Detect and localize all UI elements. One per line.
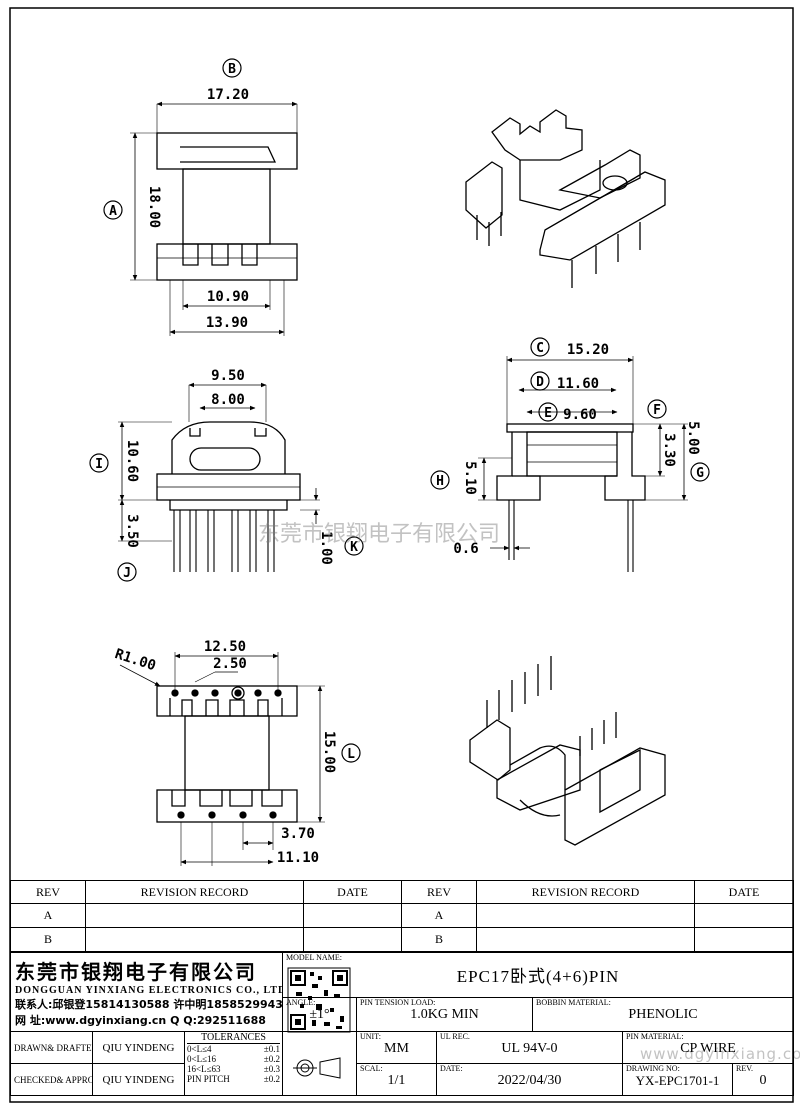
revision-table: REV REVISION RECORD DATE REV REVISION RE… <box>10 880 794 952</box>
angle-value: ±1° <box>309 1006 330 1022</box>
info-table: 东莞市银翔电子有限公司 DONGGUAN YINXIANG ELECTRONIC… <box>10 952 795 1096</box>
pin-material-value: CP WIRE <box>680 1041 736 1056</box>
dim-front-10: 1.00 <box>318 531 334 565</box>
dim-top-height: 18.00 <box>146 186 162 228</box>
dim-bot-37: 3.70 <box>281 826 315 842</box>
unit-value: MM <box>384 1041 409 1056</box>
tolerances-cell: TOLERANCES 0<L≤4 ±0.1 0<L≤16 ±0.2 16<L≤6… <box>184 1031 283 1096</box>
dim-pin-dia: 0.6 <box>453 541 478 557</box>
side-view <box>496 423 646 501</box>
label-h: H <box>436 474 444 489</box>
ul-value: UL 94V-0 <box>501 1041 558 1056</box>
iso-view-bottom <box>469 656 666 846</box>
rev-b: B <box>10 927 86 952</box>
label-k: K <box>350 540 358 555</box>
dim-bot-25: 2.50 <box>213 656 247 672</box>
label-b: B <box>228 62 236 77</box>
title-block: REV REVISION RECORD DATE REV REVISION RE… <box>10 880 795 1102</box>
tol-range: 0<L≤16 <box>187 1054 217 1064</box>
scale-caption: SCAL: <box>360 1064 383 1074</box>
dim-bot-150: 15.00 <box>321 731 337 773</box>
label-c: C <box>536 341 544 356</box>
drawing-no: YX-EPC1701-1 <box>635 1073 720 1088</box>
dim-bot-111: 11.10 <box>277 850 319 866</box>
label-l: L <box>347 747 355 762</box>
label-g: G <box>696 466 704 481</box>
date-header: DATE <box>694 880 794 904</box>
dim-bot-125: 12.50 <box>204 639 246 655</box>
company-contact: 联系人:邱银登15814130588 许中明18585299435 <box>15 998 283 1011</box>
dim-top-inner: 10.90 <box>207 289 249 305</box>
model-name-cell: MODEL NAME: EPC17卧式(4+6)PIN <box>281 952 795 998</box>
label-i: I <box>95 457 103 472</box>
company-name-en: DONGGUAN YINXIANG ELECTRONICS CO., LTD. <box>15 985 283 996</box>
iso-view-top <box>465 109 666 288</box>
dim-side-mid: 11.60 <box>557 376 599 392</box>
front-view <box>156 421 301 511</box>
model-name-caption: MODEL NAME: <box>286 953 342 962</box>
tol-value: ±0.3 <box>263 1064 280 1074</box>
tol-value: ±0.1 <box>263 1044 280 1054</box>
company-block: 东莞市银翔电子有限公司 DONGGUAN YINXIANG ELECTRONIC… <box>10 952 283 1032</box>
company-name-cn: 东莞市银翔电子有限公司 <box>15 960 257 984</box>
top-view <box>156 132 298 281</box>
dim-front-106: 10.60 <box>124 440 140 482</box>
dim-side-33: 3.30 <box>661 433 677 467</box>
dim-front-35: 3.50 <box>124 514 140 548</box>
rev-header: REV <box>401 880 477 904</box>
label-a: A <box>109 204 117 219</box>
label-e: E <box>544 406 552 421</box>
pin-material-caption: PIN MATERIAL: <box>626 1032 684 1042</box>
rev-b: B <box>401 927 477 952</box>
scale-value: 1/1 <box>387 1073 406 1088</box>
dim-side-51: 5.10 <box>462 461 478 495</box>
rev-header: REV <box>10 880 86 904</box>
bobbin-material-value: PHENOLIC <box>628 1006 698 1022</box>
dim-side-total: 15.20 <box>567 342 609 358</box>
pin-tension-caption: PIN TENSION LOAD: <box>360 997 436 1007</box>
drawing-no-caption: DRAWING NO: <box>626 1064 680 1074</box>
pin-tension-value: 1.0KG MIN <box>410 1006 479 1022</box>
dim-side-50: 5.00 <box>685 421 701 455</box>
drawn-by: QIU YINDENG <box>92 1031 185 1064</box>
tol-range: PIN PITCH <box>187 1074 230 1084</box>
rev-value: 0 <box>759 1073 767 1088</box>
company-web: 网 址:www.dgyinxiang.cn Q Q:292511688 <box>15 1014 266 1027</box>
dim-top-width: 17.20 <box>207 87 249 103</box>
label-f: F <box>653 403 661 418</box>
checked-by: QIU YINDENG <box>92 1063 185 1096</box>
bobbin-material-caption: BOBBIN MATERIAL: <box>536 997 611 1007</box>
rev-a: A <box>401 903 477 928</box>
ul-caption: UL REC. <box>440 1032 470 1042</box>
dim-top-bottom: 13.90 <box>206 315 248 331</box>
watermark-center: 东莞市银翔电子有限公司 <box>258 522 501 547</box>
rev-caption: REV. <box>736 1064 753 1074</box>
tolerances-caption: TOLERANCES <box>187 1033 280 1044</box>
revision-record-header: REVISION RECORD <box>85 880 304 904</box>
dim-front-80: 8.00 <box>211 392 245 408</box>
drawn-by-caption: DRAWN& DRAFTED BY <box>10 1031 93 1064</box>
label-j: J <box>123 566 131 581</box>
unit-caption: UNIT: <box>360 1032 381 1042</box>
tol-range: 0<L≤4 <box>187 1044 212 1054</box>
rev-a: A <box>10 903 86 928</box>
date-header: DATE <box>303 880 402 904</box>
dim-bot-radius: R1.00 <box>113 646 158 674</box>
label-d: D <box>536 375 544 390</box>
angle-caption: ANGLE: <box>286 997 316 1007</box>
tol-value: ±0.2 <box>263 1074 280 1084</box>
date-value: 2022/04/30 <box>497 1073 562 1088</box>
dim-front-95: 9.50 <box>211 368 245 384</box>
revision-record-header: REVISION RECORD <box>476 880 695 904</box>
model-name: EPC17卧式(4+6)PIN <box>456 967 620 986</box>
tol-value: ±0.2 <box>263 1054 280 1064</box>
tol-range: 16<L≤63 <box>187 1064 221 1074</box>
bottom-view <box>156 685 298 823</box>
date-caption: DATE: <box>440 1064 463 1074</box>
checked-by-caption: CHECKED& APPROVED BY <box>10 1063 93 1096</box>
dim-side-inner: 9.60 <box>563 407 597 423</box>
